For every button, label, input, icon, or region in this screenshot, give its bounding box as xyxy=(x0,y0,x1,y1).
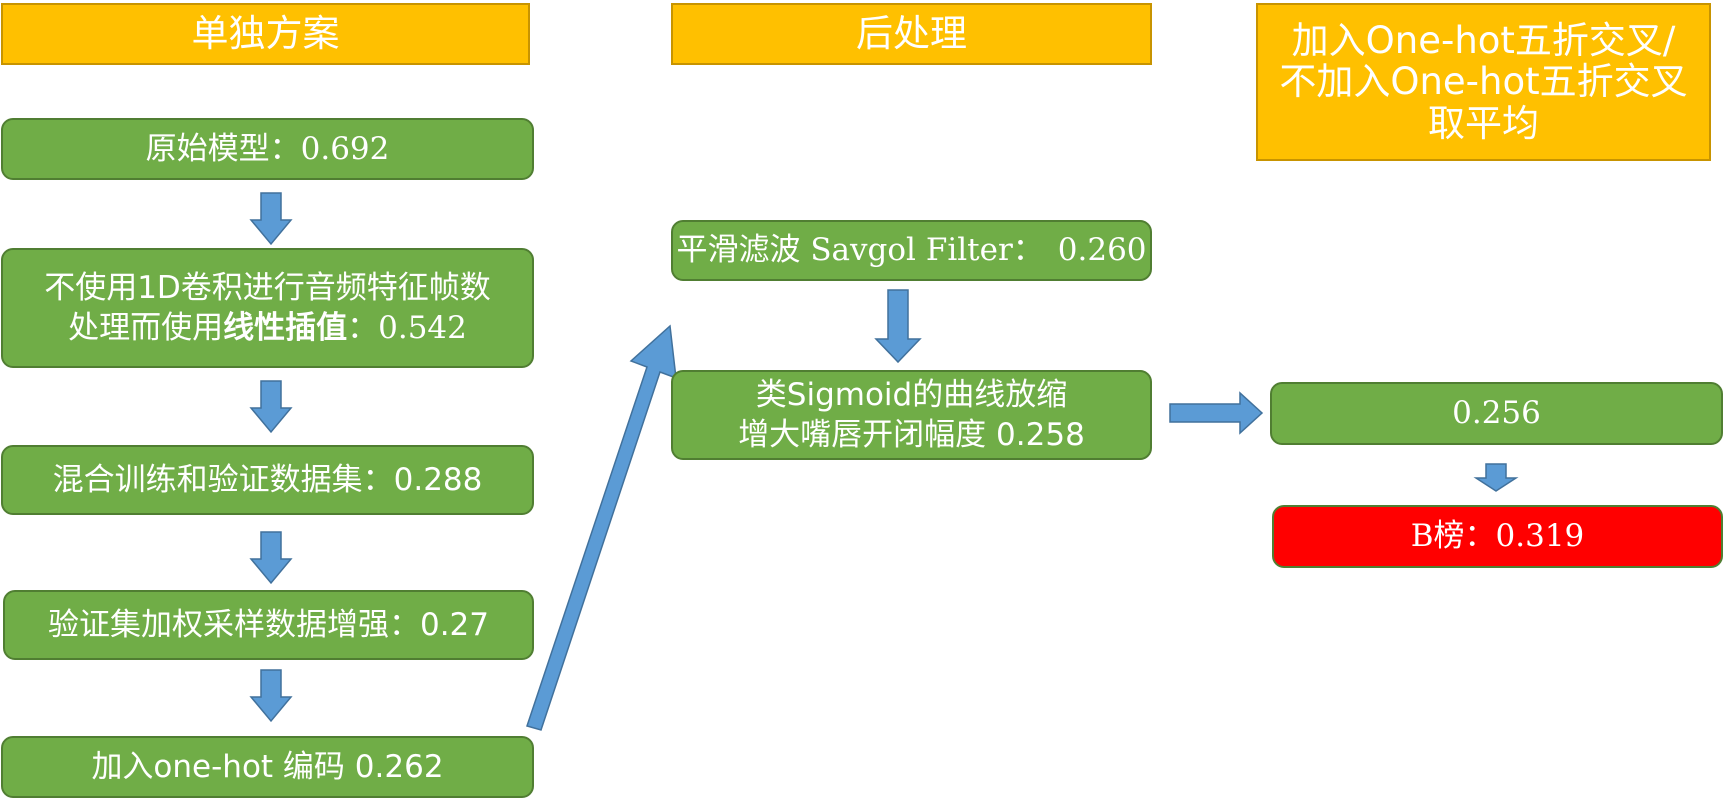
step-original-model-content: 原始模型：0.692 xyxy=(146,129,390,169)
step-average-score: 0.256 xyxy=(1452,395,1541,432)
step-savgol-label: 平滑滤波 xyxy=(676,232,811,269)
down-arrow-1 xyxy=(249,192,293,246)
header-ensemble-line-3: 取平均 xyxy=(1428,101,1539,145)
step-savgol-label-serif: Savgol Filter： xyxy=(810,232,1044,269)
header-individual-text: 单独方案 xyxy=(191,12,340,56)
down-arrow-3 xyxy=(249,531,293,585)
step-original-model: 原始模型：0.692 xyxy=(1,118,534,180)
header-individual: 单独方案 xyxy=(1,3,530,65)
header-ensemble-line-2: 不加入One-hot五折交叉 xyxy=(1279,60,1688,104)
step-linear-interp: 不使用1D卷积进行音频特征帧数 处理而使用线性插值：0.542 xyxy=(1,248,534,368)
step-average: 0.256 xyxy=(1270,382,1723,445)
step-linear-interp-prefix: 处理而使用 xyxy=(68,310,224,346)
step-mixed-train-val: 混合训练和验证数据集：0.288 xyxy=(1,445,534,515)
step-linear-interp-line-1: 不使用1D卷积进行音频特征帧数 xyxy=(44,269,491,306)
step-linear-interp-line-2: 处理而使用线性插值：0.542 xyxy=(68,308,467,348)
step-linear-interp-sep: ： xyxy=(347,310,379,346)
header-post-processing-text: 后处理 xyxy=(856,12,967,56)
step-weighted-sampling-content: 验证集加权采样数据增强：0.27 xyxy=(48,605,489,645)
step-weighted-sampling: 验证集加权采样数据增强：0.27 xyxy=(3,590,534,660)
step-savgol: 平滑滤波 Savgol Filter： 0.260 xyxy=(671,220,1152,281)
step-savgol-score: 0.260 xyxy=(1057,232,1147,269)
header-ensemble: 加入One-hot五折交叉/ 不加入One-hot五折交叉 取平均 xyxy=(1256,3,1711,161)
down-arrow-ensemble xyxy=(1473,463,1519,492)
step-mixed-train-val-content: 混合训练和验证数据集：0.288 xyxy=(53,460,483,500)
step-sigmoid-line-1: 类Sigmoid的曲线放缩 xyxy=(755,376,1068,413)
step-one-hot-content: 加入one-hot 编码 0.262 xyxy=(91,747,443,787)
step-savgol-content: 平滑滤波 Savgol Filter： 0.260 xyxy=(676,230,1146,270)
step-linear-interp-bold: 线性插值 xyxy=(223,310,348,346)
header-ensemble-line-1: 加入One-hot五折交叉/ xyxy=(1291,18,1676,62)
step-leaderboard-b: B榜：0.319 xyxy=(1272,505,1723,568)
step-mixed-train-val-score: 0.288 xyxy=(393,461,483,498)
down-arrow-2 xyxy=(249,380,293,434)
step-leaderboard-b-label: B榜： xyxy=(1410,518,1496,555)
step-one-hot: 加入one-hot 编码 0.262 xyxy=(1,736,534,798)
step-weighted-sampling-score: 0.27 xyxy=(419,606,490,643)
step-leaderboard-b-content: B榜：0.319 xyxy=(1411,516,1585,556)
step-sigmoid-line-2: 增大嘴唇开闭幅度 0.258 xyxy=(738,417,1085,453)
down-arrow-post xyxy=(874,289,922,364)
step-leaderboard-b-score: 0.319 xyxy=(1495,518,1585,555)
step-mixed-train-val-label: 混合训练和验证数据集： xyxy=(52,461,394,498)
diagonal-arrow xyxy=(526,324,677,731)
step-weighted-sampling-label: 验证集加权采样数据增强： xyxy=(47,606,420,643)
step-original-model-score: 0.692 xyxy=(300,130,390,167)
down-arrow-4 xyxy=(249,669,293,723)
right-arrow xyxy=(1169,391,1264,435)
step-linear-interp-score: 0.542 xyxy=(378,310,467,346)
step-original-model-label: 原始模型： xyxy=(145,130,301,167)
header-post-processing: 后处理 xyxy=(671,3,1152,65)
step-one-hot-score: 0.262 xyxy=(354,748,444,785)
step-sigmoid: 类Sigmoid的曲线放缩 增大嘴唇开闭幅度 0.258 xyxy=(671,370,1152,460)
step-one-hot-label: 加入one-hot 编码 xyxy=(91,748,355,785)
